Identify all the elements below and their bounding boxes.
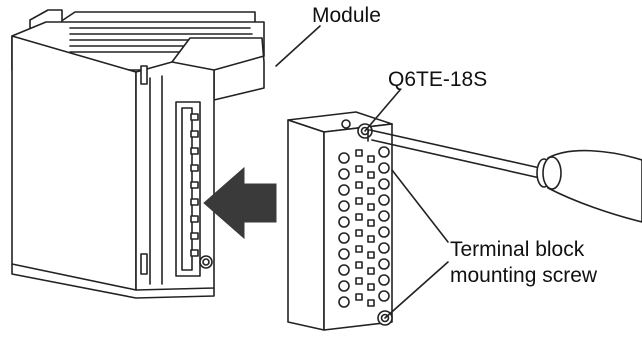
terminal-hole [338, 168, 350, 180]
module-terminal-pin [190, 215, 199, 223]
terminal-square-contact [367, 155, 375, 163]
terminal-square-contact [355, 229, 363, 237]
terminal-square-contact [367, 219, 375, 227]
terminal-square-contact [367, 203, 375, 211]
terminal-square-contact [355, 277, 363, 285]
terminal-square-contact [367, 235, 375, 243]
module-terminal-pin [190, 113, 199, 121]
terminal-hole [378, 274, 390, 286]
terminal-square-contact [355, 245, 363, 253]
terminal-hole [378, 194, 390, 206]
terminal-square-contact [355, 261, 363, 269]
terminal-hole [378, 210, 390, 222]
terminal-hole [338, 280, 350, 292]
module-label: Module [312, 4, 381, 27]
terminal-square-contact [367, 267, 375, 275]
terminal-square-contact [367, 171, 375, 179]
terminal-square-contact [355, 293, 363, 301]
module-terminal-pin [190, 130, 199, 138]
screw-label-line2: mounting screw [450, 264, 598, 287]
module-terminal-pin [190, 181, 199, 189]
terminal-hole [378, 226, 390, 238]
terminal-hole [338, 184, 350, 196]
screw-leader-line-bottom [384, 261, 449, 319]
terminal-hole [338, 248, 350, 260]
terminal-hole [378, 242, 390, 254]
terminal-square-contact [355, 181, 363, 189]
terminal-square-contact [367, 251, 375, 259]
terminal-hole [338, 232, 350, 244]
terminal-square-contact [355, 149, 363, 157]
terminal-hole [378, 258, 390, 270]
terminal-hole [338, 296, 350, 308]
terminal-hole [338, 152, 350, 164]
terminal-square-contact [355, 213, 363, 221]
terminal-hole [338, 216, 350, 228]
module-terminal-pin [190, 198, 199, 206]
module-leader-line [275, 25, 321, 67]
module-terminal-pin [190, 249, 199, 257]
insert-arrow-icon [203, 166, 277, 240]
model-leader-line [364, 89, 401, 132]
leader-lines [275, 25, 449, 319]
module-unit [11, 9, 265, 299]
terminal-square-contact [367, 187, 375, 195]
terminal-square-contact [367, 283, 375, 291]
terminal-square-contact [355, 165, 363, 173]
terminal-hole [378, 162, 390, 174]
screw-leader-line-top [391, 169, 449, 243]
module-terminal-strip [175, 101, 213, 277]
screw-label-line1: Terminal block [450, 238, 585, 261]
screwdriver-icon [367, 128, 642, 223]
terminal-square-contact [355, 197, 363, 205]
module-terminal-pin [190, 232, 199, 240]
terminal-block [287, 111, 393, 331]
module-terminal-pin [190, 147, 199, 155]
terminal-hole [378, 290, 390, 302]
terminal-hole [338, 200, 350, 212]
terminal-hole [378, 146, 390, 158]
terminal-model-label: Q6TE-18S [388, 68, 487, 91]
terminal-square-contact [367, 299, 375, 307]
module-terminal-pin [190, 164, 199, 172]
terminal-hole [378, 178, 390, 190]
terminal-hole [338, 264, 350, 276]
